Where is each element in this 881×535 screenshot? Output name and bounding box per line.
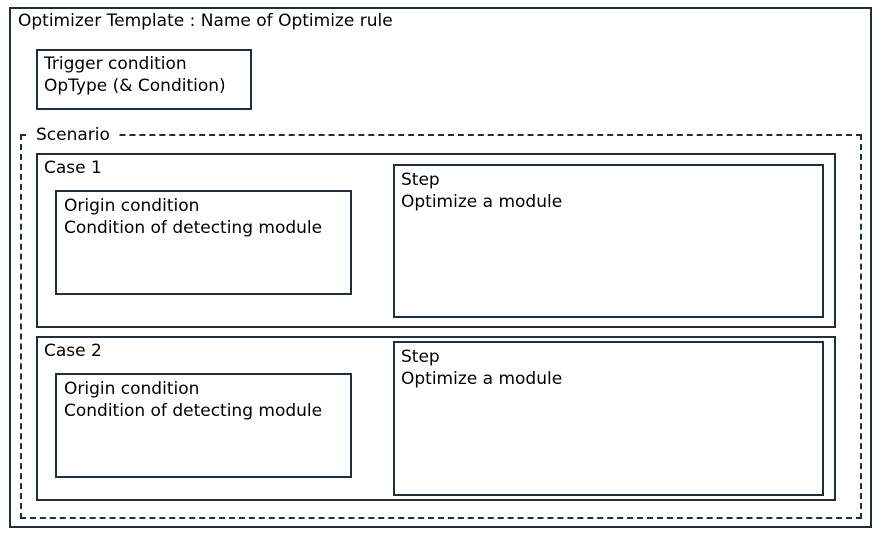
case-1-origin-condition-detail: Condition of detecting module [64,218,323,238]
case-2-origin-condition-detail: Condition of detecting module [64,401,323,421]
scenario-container [20,134,862,519]
case-1-step-detail: Optimize a module [401,192,563,212]
trigger-condition-optype: OpType (& Condition) [44,76,226,96]
trigger-condition-title: Trigger condition [44,54,187,74]
case-2-origin-condition-title: Origin condition [64,379,200,399]
case-2-origin-condition-box [55,373,352,478]
case-1-step-title: Step [401,170,440,190]
template-title: Optimizer Template : Name of Optimize ru… [18,11,393,31]
case-2-step-box [393,341,824,496]
case-1-origin-condition-title: Origin condition [64,196,200,216]
scenario-label: Scenario [30,124,116,146]
case-1-step-box [393,164,824,318]
trigger-condition-box [36,49,252,110]
case-2-label: Case 2 [44,341,102,361]
case-2-step-title: Step [401,347,440,367]
case-1-origin-condition-box [55,190,352,295]
case-2-step-detail: Optimize a module [401,369,563,389]
case-1-label: Case 1 [44,158,102,178]
